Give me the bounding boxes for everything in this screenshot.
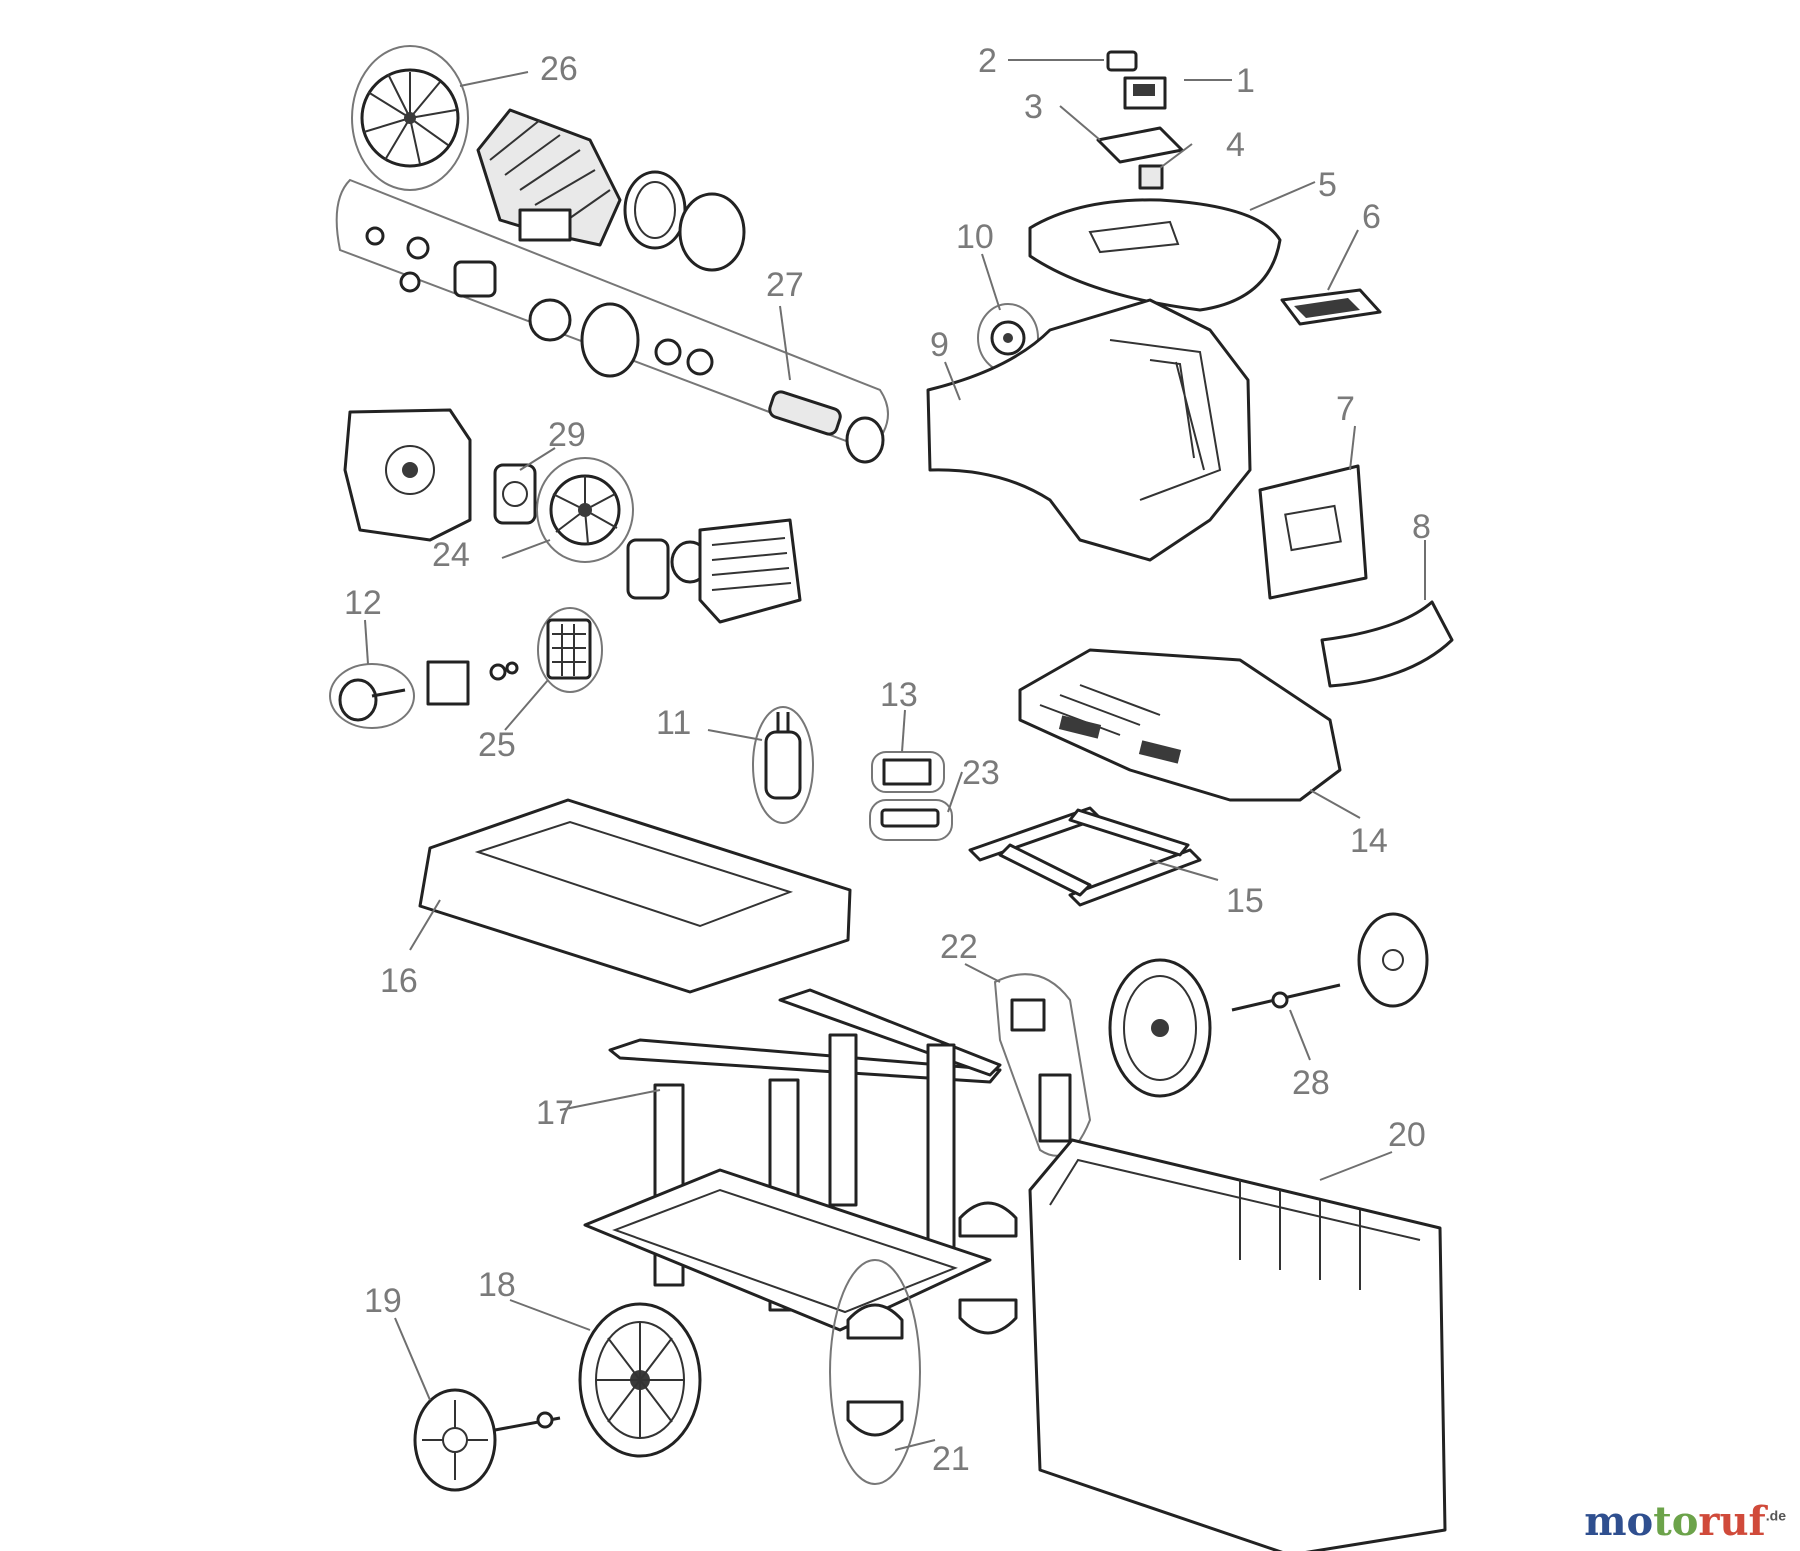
part-29-gasket[interactable] xyxy=(493,463,537,525)
leader-lines xyxy=(364,59,1426,1451)
label-28: 28 xyxy=(1292,1064,1330,1102)
part-28-wheel-set[interactable] xyxy=(1108,912,1429,1098)
part-23-bracket[interactable] xyxy=(869,799,953,841)
brand-part-3: ruf xyxy=(1698,1498,1766,1545)
brand-part-2: to xyxy=(1653,1498,1699,1545)
part-26-motor-fan[interactable] xyxy=(351,45,746,272)
part-10-clip[interactable] xyxy=(977,303,1039,373)
part-27-shaft-assembly[interactable] xyxy=(335,178,889,464)
part-4-connector[interactable] xyxy=(1138,164,1164,190)
label-27: 27 xyxy=(766,266,804,304)
part-13-switch-box[interactable] xyxy=(871,751,945,793)
brand-part-1: mo xyxy=(1584,1498,1654,1545)
part-8-guard[interactable] xyxy=(1320,600,1454,688)
part-15-frame[interactable] xyxy=(968,806,1202,907)
label-7: 7 xyxy=(1336,390,1355,428)
part-labels: 1 2 3 4 5 6 7 8 9 10 11 12 13 14 15 16 1… xyxy=(344,42,1431,1478)
part-6-cover-plate[interactable] xyxy=(1280,288,1382,326)
label-4: 4 xyxy=(1226,126,1245,164)
part-5-top-cover[interactable] xyxy=(1028,198,1282,312)
part-24-impeller[interactable] xyxy=(536,457,634,563)
brand-logo: motoruf.de xyxy=(1584,1498,1786,1545)
part-12-knob[interactable] xyxy=(329,663,415,729)
label-15: 15 xyxy=(1226,882,1264,920)
part-9-upper-housing[interactable] xyxy=(926,298,1252,562)
part-14-base-housing[interactable] xyxy=(1018,648,1342,802)
brand-tld: .de xyxy=(1765,1507,1786,1524)
part-11-capacitor[interactable] xyxy=(752,706,814,824)
part-22-latch[interactable] xyxy=(993,973,1092,1157)
label-23: 23 xyxy=(962,754,1000,792)
label-5: 5 xyxy=(1318,166,1337,204)
label-24: 24 xyxy=(432,536,470,574)
label-11: 11 xyxy=(656,704,691,742)
part-25-grille[interactable] xyxy=(426,607,603,706)
part-1-switch[interactable] xyxy=(1123,76,1167,110)
part-21-feet[interactable] xyxy=(829,1201,1018,1485)
label-25: 25 xyxy=(478,726,516,764)
part-19-hub-cap[interactable] xyxy=(413,1388,561,1492)
label-22: 22 xyxy=(940,928,978,966)
label-29: 29 xyxy=(548,416,586,454)
label-19: 19 xyxy=(364,1282,402,1320)
part-20-collection-box[interactable] xyxy=(1028,1138,1447,1551)
label-20: 20 xyxy=(1388,1116,1426,1154)
part-7-front-panel[interactable] xyxy=(1258,464,1368,600)
part-17-chassis[interactable] xyxy=(583,988,1002,1332)
part-gearbox-cover[interactable] xyxy=(626,518,802,624)
label-12: 12 xyxy=(344,584,382,622)
label-8: 8 xyxy=(1412,508,1431,546)
label-16: 16 xyxy=(380,962,418,1000)
label-1: 1 xyxy=(1236,62,1255,100)
part-16-rim[interactable] xyxy=(418,798,852,994)
label-10: 10 xyxy=(956,218,994,256)
part-18-wheel[interactable] xyxy=(578,1302,702,1458)
label-18: 18 xyxy=(478,1266,516,1304)
label-21: 21 xyxy=(932,1440,970,1478)
label-13: 13 xyxy=(880,676,918,714)
label-3: 3 xyxy=(1024,88,1043,126)
label-9: 9 xyxy=(930,326,949,364)
part-gearbox-housing[interactable] xyxy=(343,408,472,542)
label-6: 6 xyxy=(1362,198,1381,236)
label-17: 17 xyxy=(536,1094,574,1132)
part-3-switch-plate[interactable] xyxy=(1096,126,1184,164)
part-2-switch-cap[interactable] xyxy=(1106,50,1138,72)
label-2: 2 xyxy=(978,42,997,80)
label-26: 26 xyxy=(540,50,578,88)
label-14: 14 xyxy=(1350,822,1388,860)
